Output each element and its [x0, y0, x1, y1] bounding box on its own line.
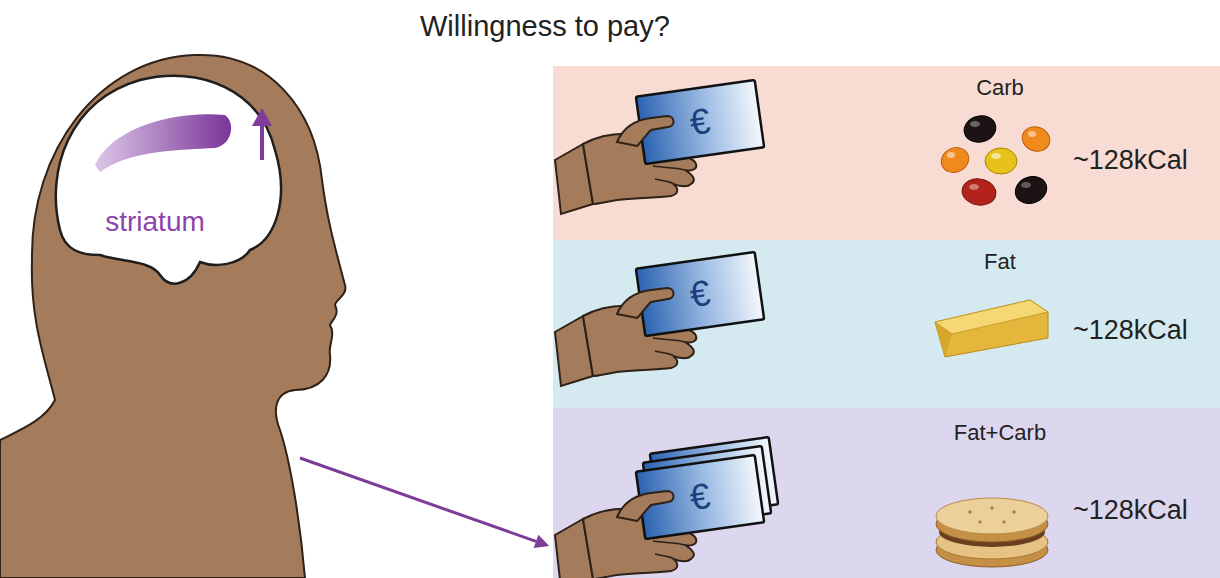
- candies-part: [947, 152, 955, 158]
- food-band: Fat+Carb ~128kCal: [553, 408, 1220, 578]
- banknote-card: [643, 446, 771, 530]
- striatum-shape: [95, 114, 231, 172]
- sandwich-biscuit-part: [990, 506, 994, 510]
- band-heading: Fat: [900, 249, 1100, 275]
- candies-part: [969, 184, 979, 190]
- banknote-card: [636, 80, 764, 164]
- sandwich-biscuit-part: [1002, 520, 1006, 524]
- head-outline: [0, 55, 345, 578]
- increase-arrowhead: [252, 108, 272, 126]
- cheese-wedge: [935, 300, 1048, 357]
- sandwich-biscuit-part: [1012, 510, 1016, 514]
- candies-part: [985, 148, 1017, 174]
- sandwich-biscuit: [936, 498, 1048, 567]
- thumb: [617, 116, 685, 184]
- increase-arrow: [260, 122, 264, 160]
- hand: [555, 509, 696, 578]
- band-heading: Carb: [900, 75, 1100, 101]
- sandwich-biscuit-part: [936, 525, 1048, 559]
- banknote-card: [636, 455, 764, 539]
- sandwich-biscuit-part: [978, 520, 982, 524]
- sandwich-biscuit-part: [968, 510, 972, 514]
- cheese-wedge-part: [935, 300, 1048, 357]
- food-band: Fat ~128kCal: [553, 240, 1220, 408]
- region-label: striatum: [80, 206, 230, 238]
- sandwich-biscuit-part: [936, 506, 1048, 542]
- candies: [937, 112, 1053, 207]
- thumb: [617, 491, 685, 559]
- candies-part: [1021, 182, 1031, 188]
- banknote-card: [650, 437, 778, 521]
- food-band: Carb ~128kCal: [553, 66, 1220, 240]
- hand: [555, 134, 696, 214]
- figure-title: Willingness to pay?: [420, 10, 670, 43]
- hand-with-card: [555, 80, 764, 214]
- hand-with-cards: [555, 437, 778, 578]
- candies-part: [1012, 172, 1051, 207]
- calorie-label: ~128kCal: [1073, 495, 1188, 526]
- banknote-card: [636, 252, 764, 336]
- sandwich-biscuit-part: [939, 517, 1045, 547]
- connector-arrow: [300, 458, 536, 541]
- cheese-wedge-part: [935, 300, 1048, 334]
- calorie-label: ~128kCal: [1073, 315, 1188, 346]
- sandwich-biscuit-part: [936, 533, 1048, 567]
- candies-part: [970, 121, 980, 127]
- band-heading: Fat+Carb: [900, 420, 1100, 446]
- candies-part: [1028, 131, 1036, 137]
- calorie-label: ~128kCal: [1073, 145, 1188, 176]
- sandwich-biscuit-part: [936, 498, 1048, 534]
- hand-with-card: [555, 252, 764, 386]
- head-silhouette: [0, 40, 360, 578]
- candies-part: [991, 153, 1001, 159]
- thumb: [617, 288, 685, 356]
- candies-part: [960, 176, 998, 208]
- candies-part: [1019, 123, 1054, 155]
- head-silhouette: striatum: [0, 40, 300, 578]
- brain-outline: [56, 76, 281, 284]
- candies-part: [961, 112, 999, 145]
- cheese-wedge-part: [935, 322, 952, 357]
- hand: [555, 306, 696, 386]
- candies-part: [937, 143, 973, 177]
